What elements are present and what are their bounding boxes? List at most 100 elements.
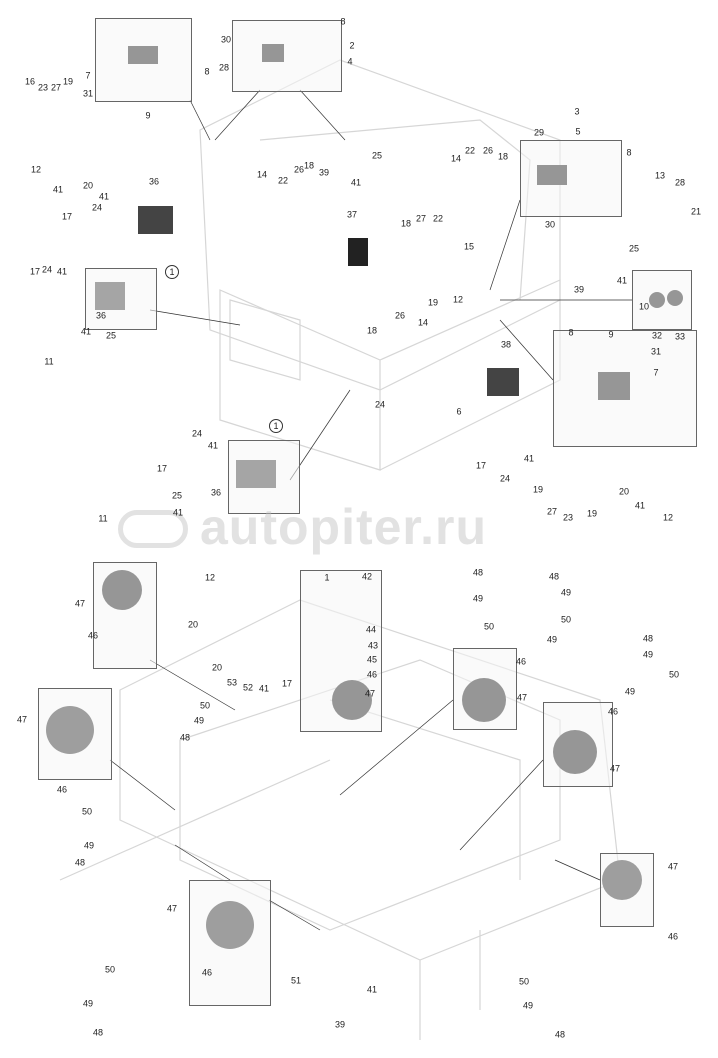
part-number-callout: 17 [29, 266, 41, 277]
part-number-callout: 49 [83, 840, 95, 851]
part-number-callout: 41 [634, 500, 646, 511]
part-number-callout: 23 [37, 82, 49, 93]
part-number-callout: 24 [374, 399, 386, 410]
part-number-callout: 49 [546, 634, 558, 645]
part-number-callout: 48 [74, 857, 86, 868]
part-number-callout: 1 [269, 419, 283, 433]
part-number-callout: 48 [472, 567, 484, 578]
part-number-callout: 27 [50, 82, 62, 93]
part-number-callout: 15 [463, 241, 475, 252]
part-number-callout: 48 [554, 1029, 566, 1040]
part-number-callout: 25 [105, 330, 117, 341]
part-number-callout: 25 [371, 150, 383, 161]
part-number-callout: 45 [366, 654, 378, 665]
part-number-callout: 20 [211, 662, 223, 673]
part-number-callout: 37 [346, 209, 358, 220]
part-number-callout: 19 [427, 297, 439, 308]
part-number-callout: 19 [586, 508, 598, 519]
part-number-callout: 1 [165, 265, 179, 279]
part-number-callout: 50 [199, 700, 211, 711]
part-number-callout: 16 [24, 76, 36, 87]
part-number-callout: 49 [560, 587, 572, 598]
part-number-callout: 50 [104, 964, 116, 975]
detail-panel [228, 440, 300, 514]
part-number-callout: 24 [499, 473, 511, 484]
part-number-callout: 1 [324, 572, 330, 583]
part-number-callout: 44 [365, 624, 377, 635]
part-number-callout: 30 [544, 219, 556, 230]
part-number-callout: 46 [607, 706, 619, 717]
part-number-callout: 12 [204, 572, 216, 583]
part-number-callout: 17 [475, 460, 487, 471]
detail-panel [189, 880, 271, 1006]
part-number-callout: 9 [145, 110, 151, 121]
part-number-callout: 27 [415, 213, 427, 224]
part-number-callout: 50 [518, 976, 530, 987]
part-number-callout: 41 [98, 191, 110, 202]
part-number-callout: 36 [210, 487, 222, 498]
part-number-callout: 47 [166, 903, 178, 914]
part-number-callout: 22 [464, 145, 476, 156]
part-number-callout: 41 [207, 440, 219, 451]
detail-panel [453, 648, 517, 730]
part-number-callout: 4 [347, 56, 353, 67]
detail-panel [520, 140, 622, 217]
part-number-callout: 47 [364, 688, 376, 699]
part-number-callout: 11 [44, 356, 54, 367]
part-number-callout: 53 [226, 677, 238, 688]
watermark-logo [118, 510, 188, 548]
part-number-callout: 49 [82, 998, 94, 1009]
part-number-callout: 36 [148, 176, 160, 187]
detail-panel [232, 20, 342, 92]
part-number-callout: 30 [220, 34, 232, 45]
part-number-callout: 18 [303, 160, 315, 171]
part-number-callout: 17 [156, 463, 168, 474]
part-number-callout: 47 [609, 763, 621, 774]
part-number-callout: 17 [281, 678, 293, 689]
part-number-callout: 23 [562, 512, 574, 523]
part-number-callout: 8 [568, 327, 574, 338]
part-number-callout: 50 [81, 806, 93, 817]
part-number-callout: 46 [56, 784, 68, 795]
part-number-callout: 11 [98, 513, 108, 524]
part-number-callout: 41 [258, 683, 270, 694]
part-number-callout: 50 [483, 621, 495, 632]
part-number-callout: 22 [432, 213, 444, 224]
part-number-callout: 28 [674, 177, 686, 188]
part-number-callout: 48 [92, 1027, 104, 1038]
part-number-callout: 41 [172, 507, 184, 518]
part-number-callout: 10 [638, 301, 650, 312]
part-number-callout: 29 [533, 127, 545, 138]
part-number-callout: 41 [523, 453, 535, 464]
part-number-callout: 49 [522, 1000, 534, 1011]
part-number-callout: 20 [618, 486, 630, 497]
part-number-callout: 47 [16, 714, 28, 725]
part-number-callout: 49 [472, 593, 484, 604]
part-number-callout: 24 [41, 264, 53, 275]
part-number-callout: 8 [340, 16, 346, 27]
part-number-callout: 26 [293, 164, 305, 175]
part-number-callout: 46 [515, 656, 527, 667]
detail-panel [543, 702, 613, 787]
part-number-callout: 49 [642, 649, 654, 660]
part-number-callout: 32 [651, 330, 663, 341]
leader-lines [109, 89, 632, 931]
part-number-callout: 24 [91, 202, 103, 213]
part-number-callout: 8 [204, 66, 210, 77]
part-number-callout: 14 [256, 169, 268, 180]
part-number-callout: 49 [193, 715, 205, 726]
detail-panel [600, 853, 654, 927]
part-number-callout: 46 [201, 967, 213, 978]
part-number-callout: 27 [546, 506, 558, 517]
part-number-callout: 41 [616, 275, 628, 286]
detail-panel [632, 270, 692, 330]
part-number-callout: 6 [456, 406, 462, 417]
part-number-callout: 39 [573, 284, 585, 295]
part-number-callout: 26 [394, 310, 406, 321]
part-number-callout: 28 [218, 62, 230, 73]
part-number-callout: 9 [608, 329, 614, 340]
part-number-callout: 14 [417, 317, 429, 328]
part-number-callout: 18 [366, 325, 378, 336]
part-number-callout: 43 [367, 640, 379, 651]
